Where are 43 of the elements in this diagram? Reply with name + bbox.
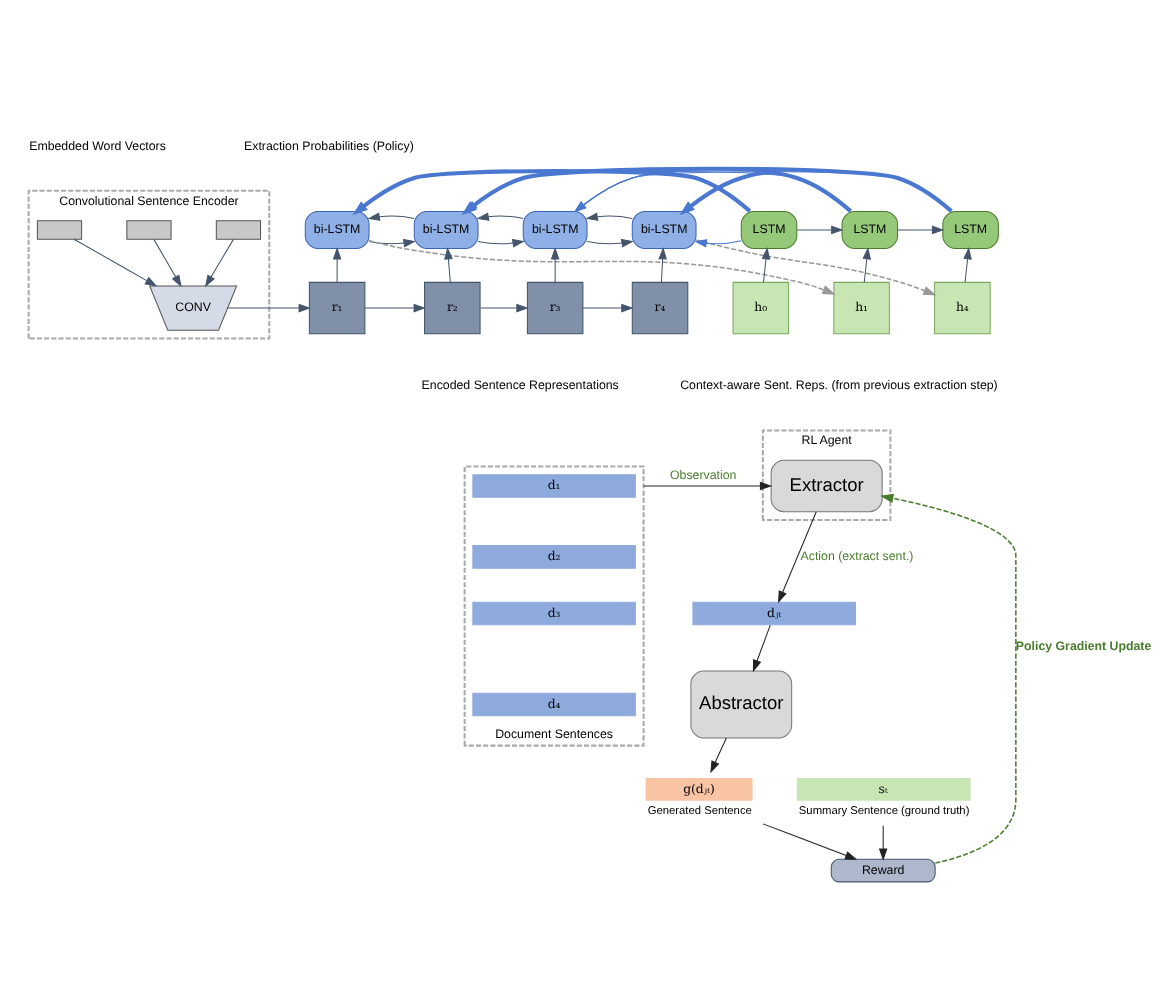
arrow [364, 302, 426, 312]
arrow [585, 211, 633, 220]
arrow [461, 165, 953, 215]
arrow [658, 246, 667, 282]
arrow [479, 302, 529, 312]
node-box [36, 219, 83, 239]
arrow [550, 246, 560, 282]
arrow [710, 736, 727, 773]
arrow [582, 302, 634, 312]
arrow [880, 492, 1017, 863]
arrow [477, 237, 525, 247]
arrow [679, 169, 852, 215]
node-box [215, 219, 262, 239]
arrow [574, 169, 952, 212]
arrow [368, 237, 416, 247]
arrow [694, 238, 742, 247]
arrow [73, 237, 158, 286]
arrow [352, 167, 752, 215]
node-box [126, 219, 172, 239]
arrow [204, 237, 234, 287]
node-box: Abstractor [690, 669, 793, 738]
node-box: Extractor [770, 458, 883, 512]
arrow [762, 822, 858, 859]
arrow [574, 170, 751, 212]
arrow [332, 246, 342, 282]
arrow [368, 238, 836, 294]
arrow [778, 510, 817, 603]
arrow [476, 211, 524, 220]
arrow [153, 237, 182, 287]
arrow [227, 302, 311, 312]
arrow [643, 480, 773, 490]
arrow [586, 237, 634, 247]
arrow [878, 824, 888, 860]
arrow [367, 211, 415, 220]
arrow [444, 246, 453, 282]
arrow [465, 169, 852, 212]
arrow [963, 246, 972, 282]
arrow [796, 224, 844, 234]
arrow [897, 224, 945, 234]
arrow [695, 238, 937, 295]
arrow [752, 623, 771, 672]
arrow [761, 246, 771, 282]
arrow [862, 246, 872, 282]
